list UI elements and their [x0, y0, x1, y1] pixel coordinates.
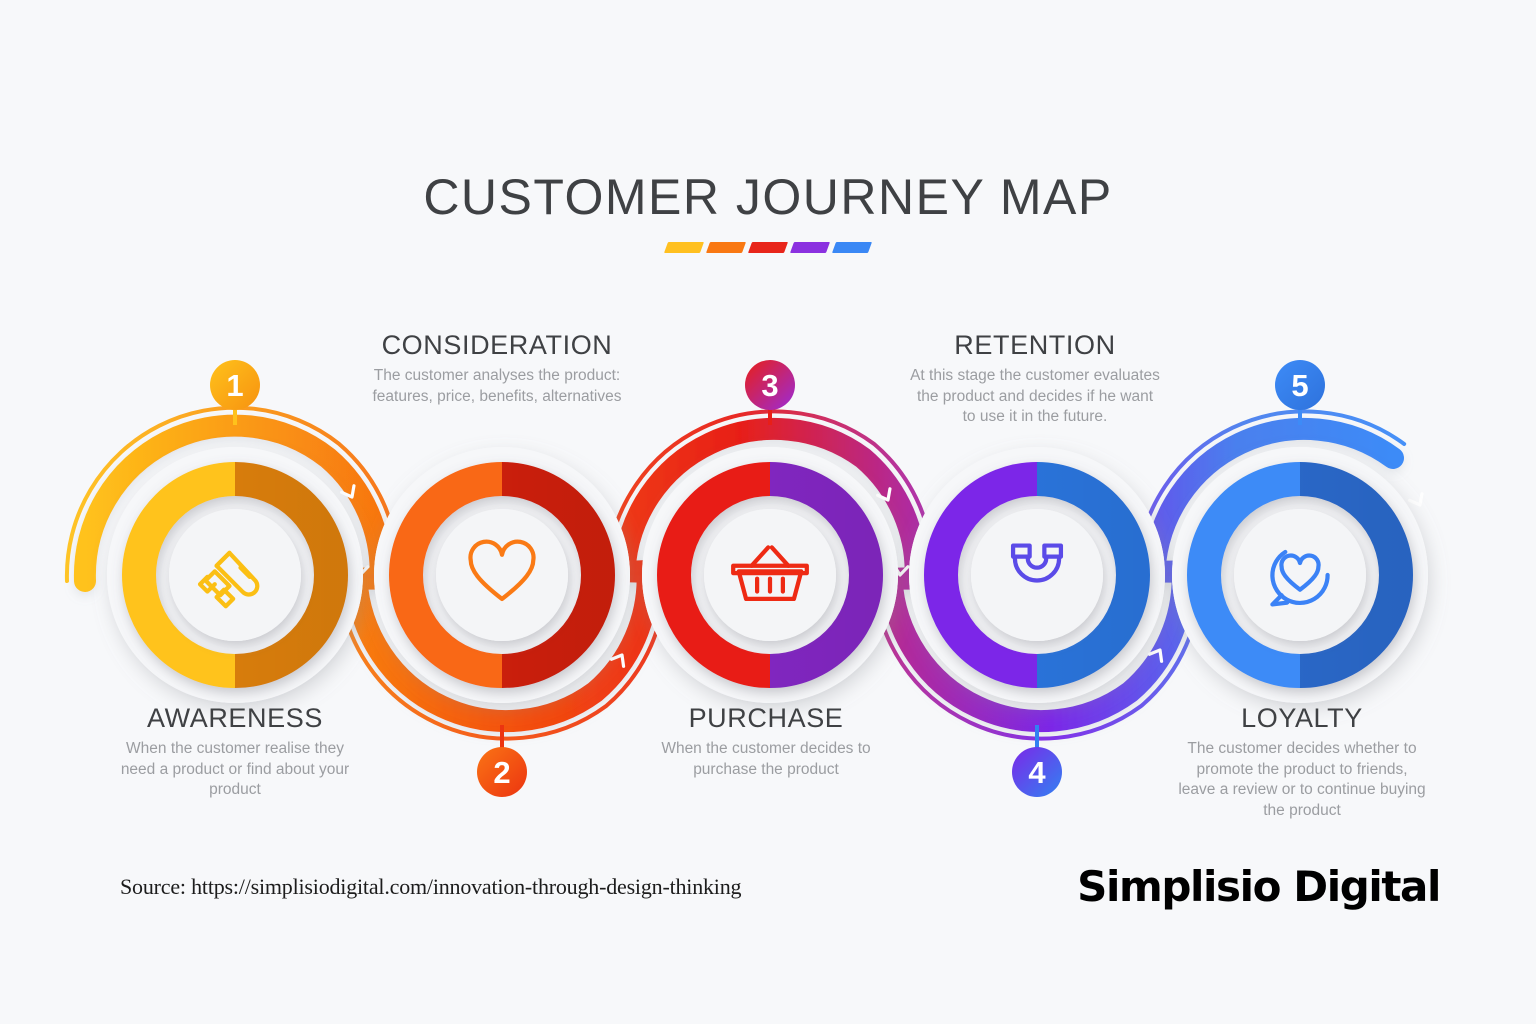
stage-desc-loyalty: The customer decides whether to promote … [1178, 740, 1426, 819]
node-ring [657, 462, 883, 688]
node-ring-shading [122, 462, 348, 688]
node-ring [389, 462, 615, 688]
node-outer-plate [107, 447, 363, 703]
node-inner-disc-flat [1234, 509, 1366, 641]
badge-number: 3 [761, 368, 778, 403]
stage-title-loyalty: LOYALTY [1241, 703, 1363, 733]
node-ring-shading [924, 462, 1150, 688]
node-ring-shading [389, 462, 615, 688]
ribbon-arrow-1 [339, 484, 356, 499]
stage-node-purchase [642, 447, 898, 703]
node-outer-plate [1172, 447, 1428, 703]
stage-node-awareness [107, 447, 363, 703]
stage-badge-1: 1 [210, 360, 260, 425]
accent-bar-1 [663, 242, 705, 253]
node-inner-disc [1234, 509, 1366, 641]
node-outer-plate-flat [909, 447, 1165, 703]
stage-text-retention: RETENTION At this stage the customer eva… [910, 330, 1160, 428]
stage-badge-4: 4 [1012, 725, 1062, 797]
stage-text-consideration: CONSIDERATION The customer analyses the … [372, 330, 622, 407]
node-inner-disc [436, 509, 568, 641]
node-ring [924, 462, 1150, 688]
accent-bar-3 [747, 242, 789, 253]
stage-node-retention [909, 447, 1165, 703]
title-block: CUSTOMER JOURNEY MAP [0, 172, 1536, 254]
stage-title-awareness: AWARENESS [147, 703, 323, 733]
badge-circle [210, 360, 260, 410]
node-outer-plate [909, 447, 1165, 703]
node-ring-shading [657, 462, 883, 688]
ribbon-arrow-4 [875, 487, 892, 502]
stage-title-consideration: CONSIDERATION [381, 330, 613, 360]
ribbon-arrow-7 [1407, 492, 1424, 507]
node-ring [122, 462, 348, 688]
node-outer-plate-flat [374, 447, 630, 703]
ribbon-arrow-3 [609, 653, 626, 668]
connector-ribbon [64, 405, 1424, 741]
node-outer-plate-flat [642, 447, 898, 703]
stage-text-loyalty: LOYALTY The customer decides whether to … [1177, 703, 1427, 821]
stage-node-loyalty [1172, 447, 1428, 703]
node-outer-plate-flat [107, 447, 363, 703]
magnet-icon [1010, 543, 1064, 583]
source-citation: Source: https://simplisiodigital.com/inn… [120, 874, 742, 899]
stage-title-retention: RETENTION [954, 330, 1116, 360]
stage-title-purchase: PURCHASE [688, 703, 844, 733]
ribbon-arrow-6 [1147, 648, 1164, 663]
node-inner-disc-flat [971, 509, 1103, 641]
node-inner-disc-flat [436, 509, 568, 641]
node-outer-plate [642, 447, 898, 703]
stage-desc-consideration: The customer analyses the product: featu… [372, 367, 622, 405]
stage-badge-2: 2 [477, 725, 527, 797]
heart-icon [468, 539, 536, 602]
node-inner-disc-flat [169, 509, 301, 641]
stage-nodes [107, 447, 1428, 703]
chat-heart-icon [1270, 549, 1330, 607]
badge-circle [477, 747, 527, 797]
stage-text-purchase: PURCHASE When the customer decides to pu… [641, 703, 891, 780]
badge-circle [1275, 360, 1325, 410]
badge-number: 5 [1291, 368, 1308, 403]
badge-circle [745, 360, 795, 410]
node-inner-disc-flat [704, 509, 836, 641]
megaphone-icon [197, 550, 260, 609]
node-outer-plate [374, 447, 630, 703]
ribbon-arrow-2 [352, 563, 370, 577]
node-inner-disc [971, 509, 1103, 641]
accent-bar-5 [831, 242, 873, 253]
badge-number: 4 [1028, 755, 1046, 790]
stage-node-consideration [374, 447, 630, 703]
ribbon-hairline [64, 405, 1407, 741]
brand-logo: Simplisio Digital [1077, 862, 1441, 911]
node-inner-disc [169, 509, 301, 641]
stage-desc-awareness: When the customer realise they need a pr… [120, 740, 350, 799]
stage-desc-purchase: When the customer decides to purchase th… [661, 740, 871, 778]
node-ring-shading [1187, 462, 1413, 688]
badge-circle [1012, 747, 1062, 797]
accent-bar-4 [789, 242, 831, 253]
accent-bar-group [0, 242, 1536, 254]
ribbon-arrow-5 [892, 563, 910, 577]
basket-icon [731, 545, 809, 602]
ribbon-main [73, 414, 1404, 732]
node-outer-plate-flat [1172, 447, 1428, 703]
node-inner-disc [704, 509, 836, 641]
node-ring [1187, 462, 1413, 688]
stage-badge-5: 5 [1275, 360, 1325, 425]
badge-number: 2 [493, 755, 510, 790]
stage-badge-3: 3 [745, 360, 795, 425]
stage-text-awareness: AWARENESS When the customer realise they… [110, 703, 360, 801]
accent-bar-2 [705, 242, 747, 253]
page-title: CUSTOMER JOURNEY MAP [423, 169, 1113, 225]
badge-number: 1 [226, 368, 243, 403]
stage-desc-retention: At this stage the customer evaluates the… [910, 367, 1160, 426]
